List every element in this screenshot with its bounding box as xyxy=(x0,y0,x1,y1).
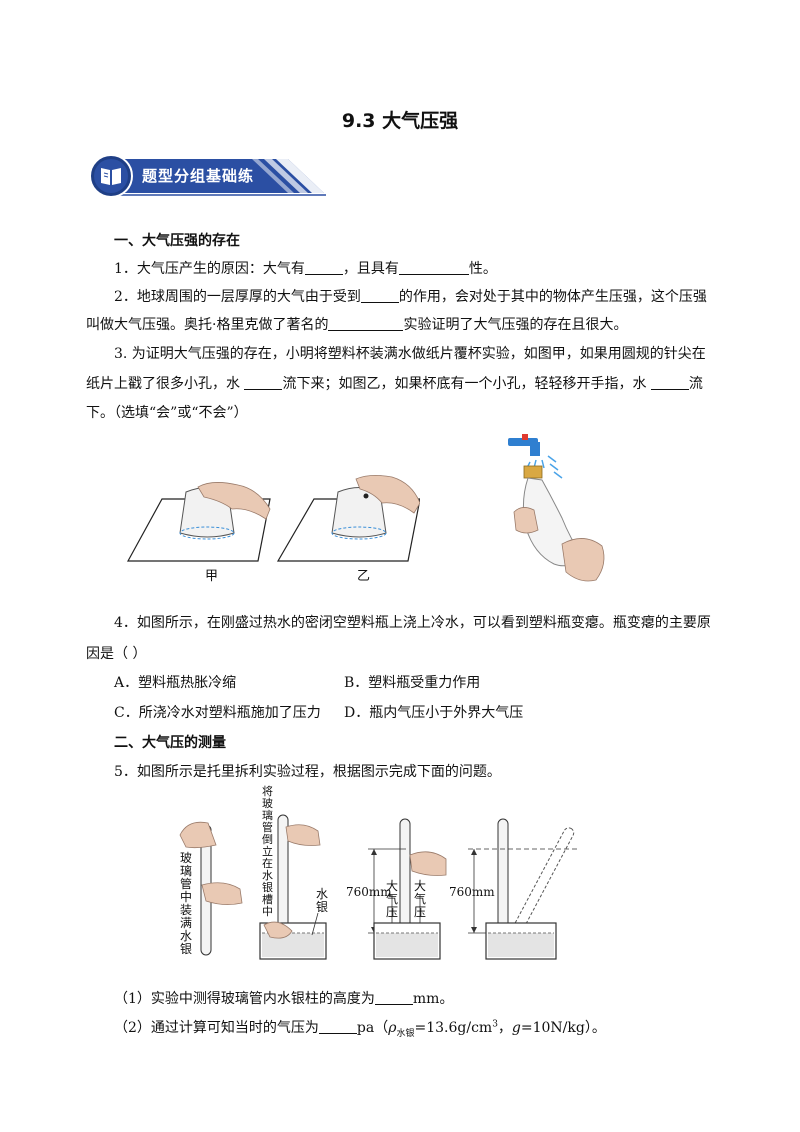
q5-comma: ， xyxy=(497,1020,512,1036)
page-title: 9.3 大气压强 xyxy=(341,110,459,132)
fig-label-pressure-left: 大气压 xyxy=(386,879,399,919)
q4-option-b: B．塑料瓶受重力作用 xyxy=(344,675,481,691)
q5-sub2-text: （2）通过计算可知当时的气压为 xyxy=(114,1020,319,1036)
q1-blank-2 xyxy=(398,260,469,275)
q5-rho: ρ xyxy=(388,1020,397,1036)
section-heading-2: 二、大气压的测量 xyxy=(114,735,226,751)
question-2-line-2: 叫做大气压强。奥托·格里克做了著名的 实验证明了大气压强的存在且很大。 xyxy=(86,314,627,334)
q5-density-exp: 3 xyxy=(492,1019,498,1030)
q1-text-c: 性。 xyxy=(468,261,497,277)
q5-sub2-unit: pa（ xyxy=(356,1020,389,1036)
q5-g: g xyxy=(511,1020,521,1036)
q2-text-d: 实验证明了大气压强的存在且很大。 xyxy=(403,317,628,333)
fig-label-mercury: 水银 xyxy=(316,887,329,914)
section-heading-1: 一、大气压强的存在 xyxy=(114,233,240,249)
q5-sub-2: （2）通过计算可知当时的气压为 pa（ρ水银=13.6g/cm3，g=10N/kg… xyxy=(114,1017,606,1039)
q5-sub-1: （1）实验中测得玻璃管内水银柱的高度为 mm。 xyxy=(114,988,453,1008)
q2-text-a: 2．地球周围的一层厚厚的大气由于受到 xyxy=(114,289,361,305)
question-2-line-1: 2．地球周围的一层厚厚的大气由于受到 的作用，会对处于其中的物体产生压强，这个压强 xyxy=(114,286,707,306)
q4-option-a: A．塑料瓶热胀冷缩 xyxy=(114,675,237,691)
q5-g-value: =10N/kg）。 xyxy=(520,1020,606,1036)
figure-label-jia: 甲 xyxy=(205,569,219,584)
fig-label-pressure-right: 大气压 xyxy=(414,879,427,919)
q1-text-a: 1．大气压产生的原因：大气有 xyxy=(114,261,305,277)
q5-sub1-unit: mm。 xyxy=(412,991,454,1007)
q3-text-a: 纸片上戳了很多小孔，水 xyxy=(86,376,245,392)
q3-text-b: 流下来；如图乙，如果杯底有一个小孔，轻轻移开手指，水 xyxy=(282,376,651,392)
q5-blank-1 xyxy=(374,990,413,1005)
book-icon xyxy=(101,168,121,185)
torricelli-figure xyxy=(179,814,578,960)
section-banner xyxy=(89,154,326,198)
q3-blank-1 xyxy=(244,375,283,390)
question-3-line-3: 下。（选填“会”或“不会”） xyxy=(86,405,248,421)
q2-text-c: 叫做大气压强。奥托·格里克做了著名的 xyxy=(86,317,329,333)
q4-option-d: D．瓶内气压小于外界大气压 xyxy=(344,705,524,721)
bottle-tap-figure xyxy=(508,434,605,582)
question-4-line-2: 因是（ ） xyxy=(86,646,147,662)
q1-blank-1 xyxy=(304,260,343,275)
question-3-line-1: 3. 为证明大气压强的存在，小明将塑料杯装满水做纸片覆杯实验，如图甲，如果用圆规… xyxy=(114,346,706,362)
q2-blank-2 xyxy=(328,316,404,331)
question-4-line-1: 4．如图所示，在刚盛过热水的密闭空塑料瓶上浇上冷水，可以看到塑料瓶变瘪。瓶变瘪的… xyxy=(114,615,711,631)
q2-blank-1 xyxy=(360,288,399,303)
q4-option-c: C．所浇冷水对塑料瓶施加了压力 xyxy=(114,705,321,721)
fig-label-fill: 玻璃管中装满水银 xyxy=(180,851,193,956)
q1-text-b: ，且具有 xyxy=(342,261,399,277)
q2-text-b: 的作用，会对处于其中的物体产生压强，这个压强 xyxy=(398,289,707,305)
question-1: 1．大气压产生的原因：大气有 ，且具有 性。 xyxy=(114,258,497,278)
q5-rho-sub: 水银 xyxy=(396,1028,415,1039)
fig-label-invert: 将玻璃管倒立在水银槽中 xyxy=(262,785,273,918)
fig-760-right: 760mm xyxy=(449,885,495,899)
question-3-line-2: 纸片上戳了很多小孔，水 流下来；如图乙，如果杯底有一个小孔，轻轻移开手指，水 流 xyxy=(86,373,703,393)
q5-density: =13.6g/cm xyxy=(414,1020,493,1036)
banner-label: 题型分组基础练 xyxy=(142,167,255,185)
q3-blank-2 xyxy=(650,375,689,390)
fig-760-left: 760mm xyxy=(346,885,392,899)
q5-blank-2 xyxy=(318,1019,357,1034)
figure-label-yi: 乙 xyxy=(357,569,371,584)
cup-experiment-figure xyxy=(126,475,420,562)
question-5-intro: 5．如图所示是托里拆利实验过程，根据图示完成下面的问题。 xyxy=(114,764,501,780)
q5-sub1-text: （1）实验中测得玻璃管内水银柱的高度为 xyxy=(114,991,375,1007)
q3-text-c: 流 xyxy=(688,376,703,392)
